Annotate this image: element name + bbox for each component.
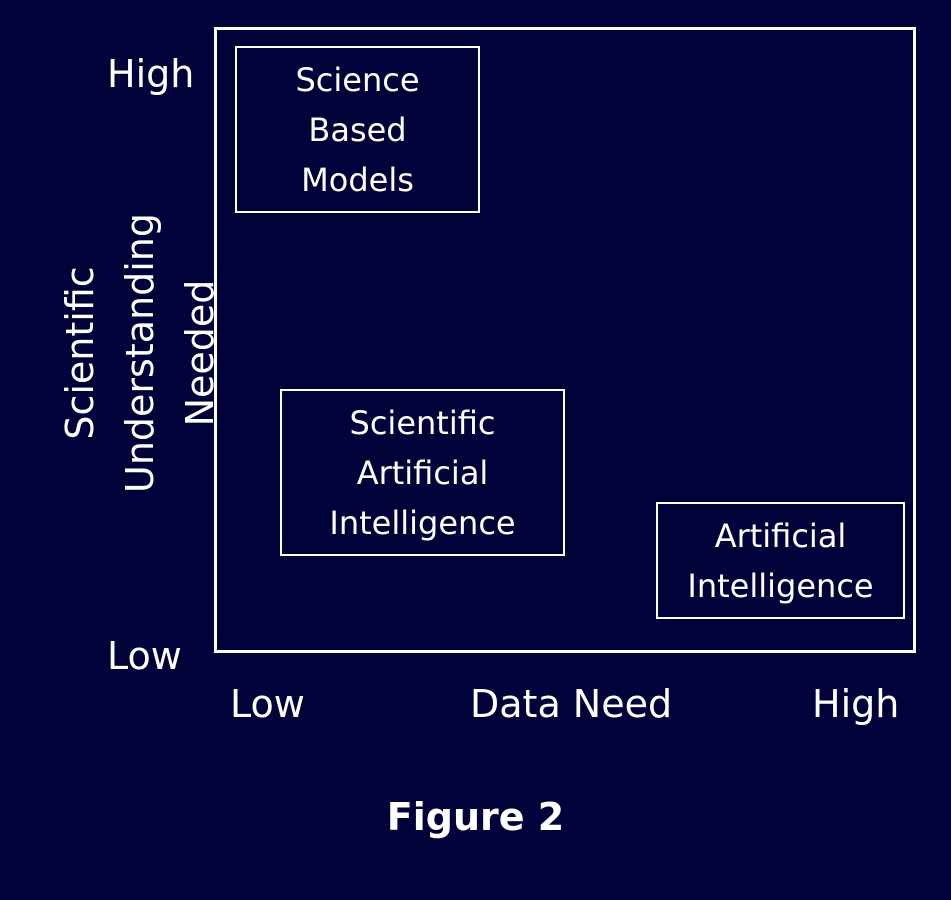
box-line: Scientific xyxy=(349,403,496,442)
y-axis-title: Scientific Understanding Needed xyxy=(58,205,222,501)
box-line: Intelligence xyxy=(329,503,516,542)
figure-caption: Figure 2 xyxy=(386,795,565,839)
box-line: Science xyxy=(295,60,420,99)
box-artificial-intelligence: Artificial Intelligence xyxy=(656,502,905,619)
y-axis-title-line: Understanding xyxy=(118,213,162,493)
y-axis-title-line: Needed xyxy=(178,279,222,427)
box-line: Based xyxy=(308,110,407,149)
box-line: Models xyxy=(301,160,414,199)
diagram-frame xyxy=(214,27,916,653)
box-line: Artificial xyxy=(714,516,847,555)
x-axis-low-label: Low xyxy=(230,682,305,726)
box-scientific-artificial-intelligence: Scientific Artificial Intelligence xyxy=(280,389,565,556)
x-axis-high-label: High xyxy=(812,682,900,726)
box-line: Artificial xyxy=(356,453,489,492)
y-axis-low-label: Low xyxy=(107,634,182,678)
box-line: Intelligence xyxy=(687,566,874,605)
y-axis-high-label: High xyxy=(107,52,195,96)
x-axis-title: Data Need xyxy=(470,682,673,726)
y-axis-title-line: Scientific xyxy=(58,266,102,440)
box-science-based-models: Science Based Models xyxy=(235,46,480,213)
